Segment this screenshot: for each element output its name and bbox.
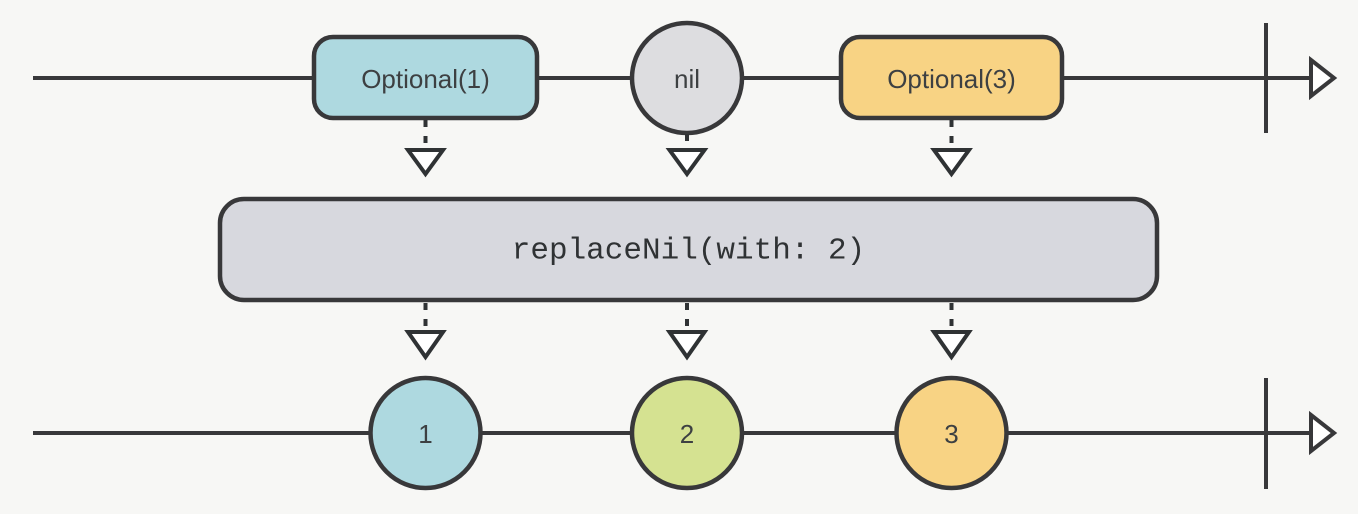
input-marble-nil-label: nil bbox=[674, 64, 700, 94]
input-marble-nil[interactable]: nil bbox=[629, 20, 745, 136]
dashed-arrow-down-output-2 bbox=[665, 303, 709, 361]
output-marble-3[interactable]: 3 bbox=[894, 375, 1009, 491]
operator-to-output-arrows bbox=[404, 303, 973, 361]
output-marble-2-label: 2 bbox=[680, 419, 694, 449]
operator-label: replaceNil(with: 2) bbox=[512, 234, 865, 269]
input-marble-optional-3-label: Optional(3) bbox=[887, 64, 1016, 94]
dashed-arrow-down-input-3 bbox=[930, 120, 973, 178]
output-marble-1-shape bbox=[368, 375, 483, 491]
dashed-arrow-down-input-2 bbox=[665, 134, 709, 178]
dashed-arrow-down-output-1 bbox=[404, 303, 447, 361]
output-marble-1[interactable]: 1 bbox=[368, 375, 483, 491]
input-marble-nil-shape bbox=[629, 20, 745, 136]
output-marble-2[interactable]: 2 bbox=[629, 375, 745, 491]
output-marble-3-shape bbox=[894, 375, 1009, 491]
operator-box[interactable]: replaceNil(with: 2) bbox=[217, 196, 1160, 303]
input-to-operator-arrows bbox=[404, 120, 973, 178]
dashed-arrow-down-output-3 bbox=[930, 303, 973, 361]
input-timeline-arrowhead bbox=[1309, 55, 1338, 101]
input-marble-optional-3-shape bbox=[838, 34, 1065, 121]
input-marble-optional-3[interactable]: Optional(3) bbox=[838, 34, 1065, 121]
dashed-arrow-down-input-1 bbox=[404, 120, 447, 178]
input-marble-optional-1-shape bbox=[311, 34, 540, 121]
input-marble-optional-1[interactable]: Optional(1) bbox=[311, 34, 540, 121]
input-timeline bbox=[33, 23, 1338, 133]
output-timeline-arrowhead bbox=[1309, 410, 1338, 456]
operator-box-shape bbox=[217, 196, 1160, 303]
output-marble-2-shape bbox=[629, 375, 745, 491]
output-timeline bbox=[33, 378, 1338, 489]
input-marble-optional-1-label: Optional(1) bbox=[361, 64, 490, 94]
output-marble-3-label: 3 bbox=[944, 419, 958, 449]
output-marble-1-label: 1 bbox=[418, 419, 432, 449]
